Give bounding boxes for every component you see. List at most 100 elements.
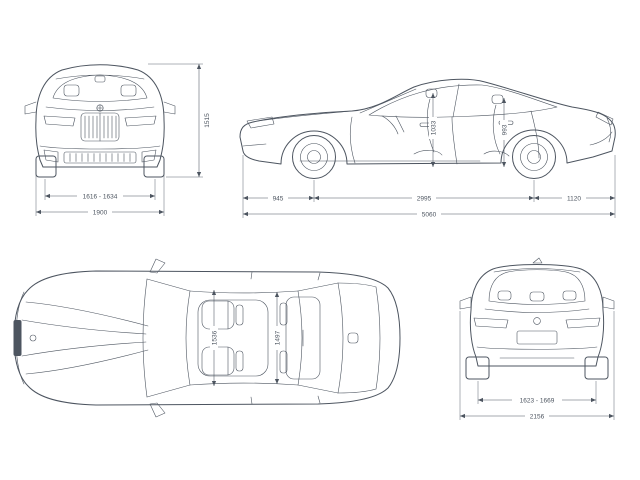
front-wheel-rim: [300, 143, 328, 171]
rear-left-mirror: [459, 296, 472, 310]
grille-slats: [84, 115, 117, 139]
dim-overall-height: 1515: [148, 63, 211, 178]
dim-rear-interior-width: 1497: [273, 291, 281, 385]
dim-label-rear-interior-width: 1497: [274, 330, 281, 345]
dim-label-overall-length: 5060: [422, 211, 437, 218]
dim-label-wheelbase: 2995: [417, 195, 432, 202]
right-side-mirror: [163, 101, 176, 115]
right-headrest: [120, 84, 137, 97]
side-headlight: [246, 116, 275, 129]
left-taillight: [473, 317, 509, 329]
dim-label-front-interior-height: 1033: [430, 120, 437, 135]
dim-label-rear-track: 1623 - 1669: [520, 397, 555, 404]
lower-intake: [63, 151, 137, 164]
rearview-mirror: [94, 75, 106, 83]
hood-creases: [21, 301, 149, 375]
right-headlight: [124, 115, 157, 127]
roof-front-arc: [185, 290, 191, 386]
dim-label-front-overhang: 945: [273, 195, 284, 202]
decklid-side-cuts: [337, 282, 377, 394]
roundel-cross: [96, 104, 104, 112]
windshield: [52, 74, 148, 102]
rear-glass-rear-arc: [337, 282, 344, 394]
rear-seat: [483, 104, 510, 157]
dim-width-incl-mirrors: 2156: [459, 311, 615, 420]
front-seat: [413, 98, 443, 156]
rear-roundel-icon: [533, 317, 541, 325]
top-grille: [13, 320, 22, 356]
a-pillars: [146, 278, 191, 398]
front-wheel-hub: [307, 150, 321, 164]
dim-rear-interior-height: 993: [500, 97, 508, 168]
door-lines: [350, 110, 540, 165]
roof-side-edges: [189, 290, 299, 386]
top-body-outline: [13, 270, 401, 406]
dim-label-rear-overhang: 1120: [567, 195, 581, 202]
rear-bumper-top: [476, 346, 598, 350]
right-taillight: [565, 317, 601, 329]
dashboard: [381, 115, 405, 135]
side-view: 1033 993 945 2995 1120 5060: [239, 78, 616, 218]
rear-roof-edge: [493, 268, 581, 273]
dim-front-interior-height: 1033: [429, 92, 437, 168]
door-shut-lines-top: [250, 271, 321, 405]
c-pillars: [297, 282, 339, 394]
roof-front-edge: [55, 74, 145, 80]
top-right-mirror: [149, 402, 166, 418]
left-headrest: [63, 84, 80, 97]
front-seat-headrest: [425, 88, 438, 98]
side-body-outline: [239, 78, 616, 165]
top-rear-bench: [279, 296, 321, 380]
rear-wheel-hub: [527, 150, 541, 164]
dim-rear-track: 1623 - 1669: [477, 381, 597, 404]
right-side-intake: [141, 149, 157, 163]
rear-view: 1623 - 1669 2156: [459, 257, 615, 420]
rear-headrest-left: [497, 290, 512, 301]
decklid-rear-arc: [375, 286, 381, 390]
shark-fin-antenna: [532, 257, 543, 264]
dim-side-bottom: 945 2995 1120 5060: [242, 155, 616, 218]
dim-front-track: 1616 - 1634: [44, 179, 156, 200]
front-lower-line: [242, 143, 267, 147]
front-wheel: [292, 135, 336, 179]
sunroof: [197, 299, 269, 377]
rear-right-mirror: [602, 296, 615, 310]
front-body-outline: [35, 64, 165, 168]
dim-label-rear-interior-height: 993: [501, 124, 508, 135]
top-roundel-icon: [29, 334, 37, 342]
top-view: 1536 1497: [13, 258, 401, 418]
dim-label-front-interior-width: 1536: [211, 330, 218, 345]
rear-seat-headrest: [491, 94, 504, 104]
dim-label-overall-height: 1515: [204, 113, 211, 128]
trunk-top-line: [484, 308, 590, 313]
dim-label-front-track: 1616 - 1634: [83, 193, 118, 200]
rear-headrest-center: [529, 291, 545, 302]
dim-front-interior-width: 1536: [210, 289, 218, 387]
glasshouse: [368, 84, 558, 118]
rear-headrest-right: [562, 290, 577, 301]
rear-window: [488, 269, 586, 305]
bumper-top-line: [39, 145, 161, 150]
roof-rear-arc: [297, 290, 303, 386]
top-front-seats: [201, 300, 244, 376]
windshield-base-arc: [142, 278, 148, 398]
b-pillar: [452, 83, 460, 118]
license-plate: [516, 330, 558, 345]
intake-slats: [69, 153, 131, 162]
front-left-tire: [35, 155, 57, 178]
front-view: 1515 1616 - 1634 1900: [24, 63, 211, 216]
antenna-fin: [347, 332, 359, 344]
left-side-mirror: [24, 101, 37, 115]
top-left-mirror: [149, 258, 166, 274]
hood-shut-line: [257, 110, 353, 122]
front-right-tire: [143, 155, 165, 178]
dim-overall-width: 1900: [35, 168, 165, 216]
dim-label-width-incl-mirrors: 2156: [530, 413, 545, 420]
rear-right-tire: [584, 356, 609, 380]
rear-wheel-rim: [520, 143, 548, 171]
rear-body-outline: [469, 264, 605, 367]
dim-label-overall-width: 1900: [93, 209, 108, 216]
rear-bumper-line: [589, 131, 613, 146]
